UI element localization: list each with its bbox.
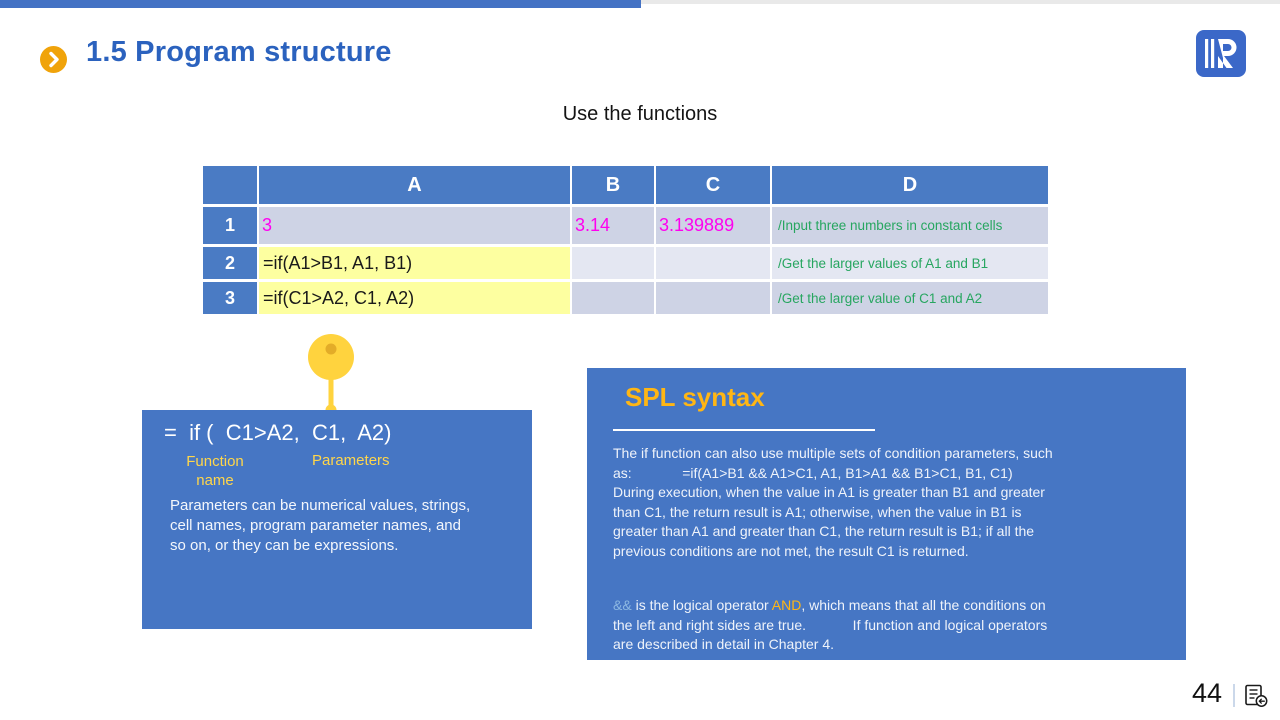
cell-c2 bbox=[656, 247, 770, 279]
cell-b1: 3.14 bbox=[572, 207, 654, 244]
spl-heading: SPL syntax bbox=[625, 382, 765, 412]
column-header-a: A bbox=[259, 166, 570, 204]
column-header-corner bbox=[203, 166, 257, 204]
formula-callout-box: = if ( C1>A2, C1, A2) Function name Para… bbox=[142, 410, 532, 629]
top-accent-bar bbox=[0, 0, 641, 8]
spl-paragraph-1: The if function can also use multiple se… bbox=[613, 445, 1053, 559]
title-bullet-icon bbox=[40, 46, 67, 73]
cell-c1: 3.139889 bbox=[656, 207, 770, 244]
spl-paragraph-2-mid: is the logical operator bbox=[631, 597, 772, 613]
raqsoft-logo-icon bbox=[1196, 30, 1246, 82]
cell-d2: /Get the larger values of A1 and B1 bbox=[772, 247, 1048, 279]
parameters-label: Parameters bbox=[312, 452, 390, 469]
spl-paragraph-2-rest: , which means that all the conditions on… bbox=[613, 597, 1048, 652]
row-header-2: 2 bbox=[203, 247, 257, 279]
function-name-label: Function name bbox=[186, 453, 244, 489]
table-caption: Use the functions bbox=[562, 103, 718, 125]
and-keyword: AND bbox=[771, 597, 802, 613]
cell-c3 bbox=[656, 282, 770, 314]
cell-b3 bbox=[572, 282, 654, 314]
spl-paragraph-2: && is the logical operator AND, which me… bbox=[613, 596, 1178, 655]
column-header-d: D bbox=[772, 166, 1048, 204]
formula-text: = if ( C1>A2, C1, A2) bbox=[164, 420, 392, 445]
spreadsheet-table: A B C D 1 3 3.14 3.139889 /Input three n… bbox=[203, 166, 1048, 314]
page-title: 1.5 Program structure bbox=[86, 36, 392, 68]
footer-divider bbox=[1233, 684, 1235, 707]
and-operator-symbol: && bbox=[613, 597, 632, 613]
cell-a2: =if(A1>B1, A1, B1) bbox=[259, 247, 570, 279]
return-icon[interactable] bbox=[1243, 683, 1269, 709]
cell-d1: /Input three numbers in constant cells bbox=[772, 207, 1048, 244]
spl-syntax-box: SPL syntax The if function can also use … bbox=[587, 368, 1186, 660]
row-header-1: 1 bbox=[203, 207, 257, 244]
callout-body-text: Parameters can be numerical values, stri… bbox=[170, 497, 471, 554]
top-accent-bar-right bbox=[641, 0, 1280, 4]
column-header-c: C bbox=[656, 166, 770, 204]
spl-heading-underline bbox=[613, 429, 875, 431]
page-number: 44 bbox=[1191, 678, 1222, 708]
column-header-b: B bbox=[572, 166, 654, 204]
chevron-right-icon bbox=[49, 51, 59, 68]
cell-b2 bbox=[572, 247, 654, 279]
callout-pin-icon bbox=[301, 334, 361, 421]
cell-a1: 3 bbox=[259, 207, 570, 244]
cell-a3: =if(C1>A2, C1, A2) bbox=[259, 282, 570, 314]
row-header-3: 3 bbox=[203, 282, 257, 314]
cell-d3: /Get the larger value of C1 and A2 bbox=[772, 282, 1048, 314]
